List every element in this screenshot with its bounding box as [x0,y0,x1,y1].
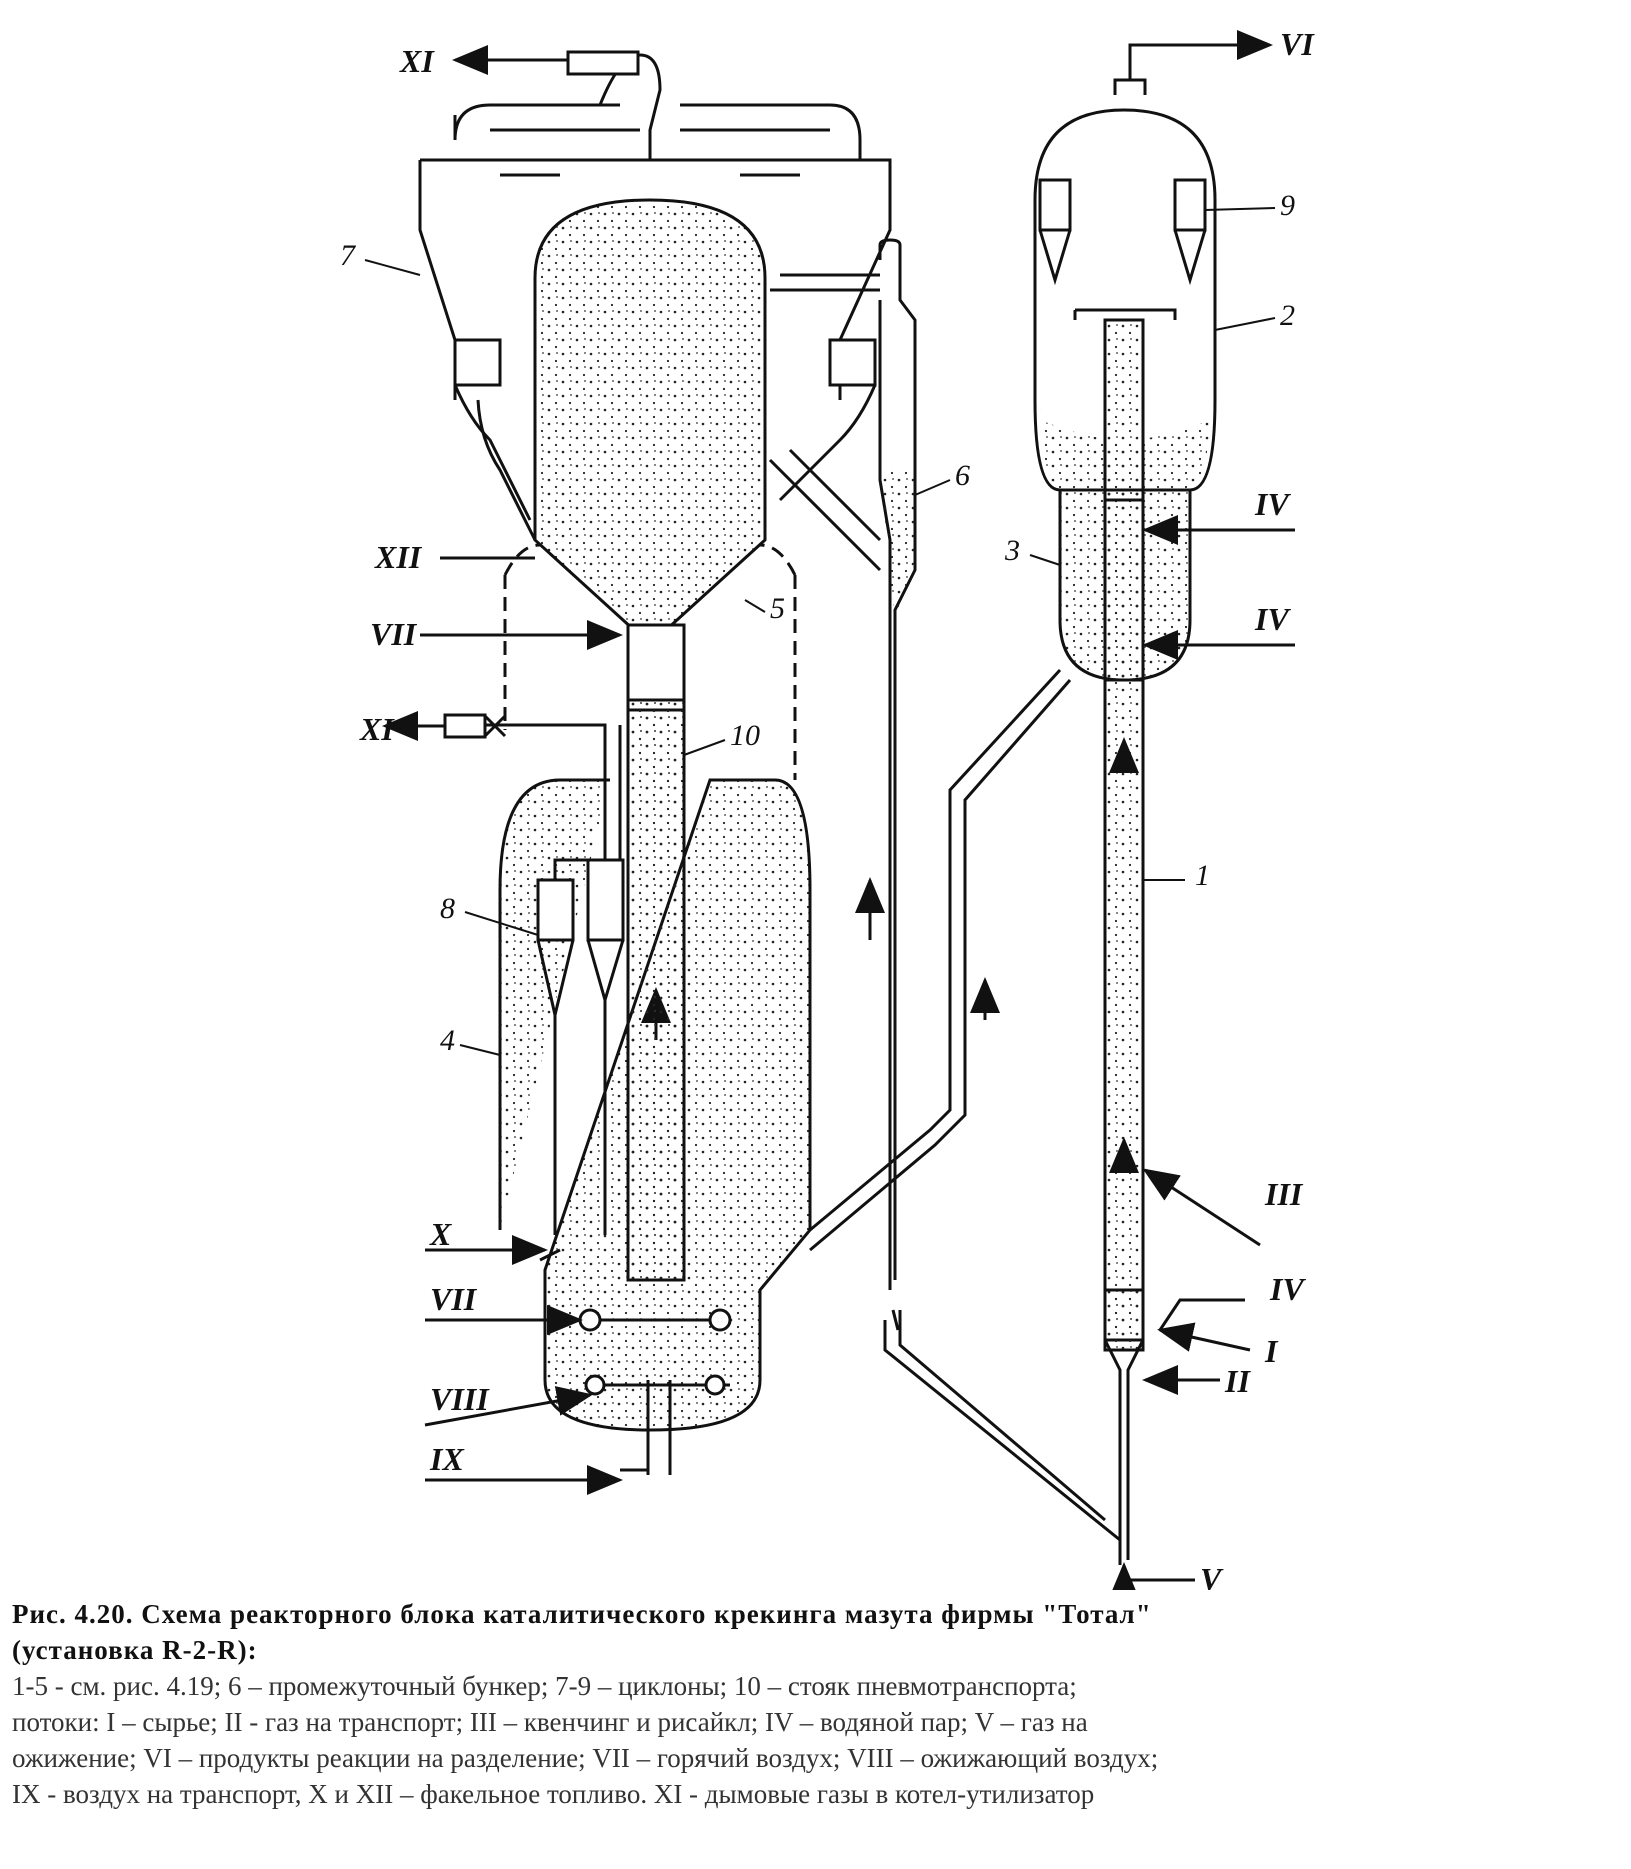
label-2: 2 [1280,299,1295,332]
flow-label-VIII: VIII [430,1381,490,1417]
regenerator-upper-vessel [533,198,767,642]
figure-caption: Рис. 4.20. Схема реакторного блока катал… [12,1596,1622,1812]
flue-gas-exit-middle [382,711,590,741]
intermediate-hopper-6 [768,238,917,1290]
caption-line4: IX - воздух на транспорт, X и XII – факе… [12,1779,1095,1809]
flow-label-XII: XII [374,539,423,575]
label-10: 10 [730,719,760,752]
flow-label-III: III [1264,1176,1304,1212]
reactor-2 [1033,30,1273,502]
flow-label-I: I [1264,1333,1279,1369]
caption-title-line2: (установка R-2-R): [12,1635,258,1665]
flow-label-XI-top: XI [399,43,435,79]
label-4: 4 [440,1024,455,1057]
caption-line2: потоки: I – сырье; II - газ на транспорт… [12,1707,1088,1737]
label-8: 8 [440,892,455,925]
label-1: 1 [1195,859,1210,892]
caption-line3: ожижение; VI – продукты реакции на разде… [12,1743,1159,1773]
flow-label-X: X [429,1216,452,1252]
flow-label-VI: VI [1280,26,1315,62]
flow-label-IV-bottom: IV [1269,1271,1306,1307]
flue-gas-exit-top [452,45,662,160]
reactor-block-diagram: 1 2 3 4 5 6 7 8 9 10 I II III IV IV IV V… [340,26,1315,1590]
label-6: 6 [955,459,970,492]
flow-label-V: V [1200,1561,1224,1590]
flow-label-IV-lower: IV [1254,601,1291,637]
label-5: 5 [770,592,785,625]
flow-label-VII-lower: VII [430,1281,478,1317]
label-7: 7 [340,239,357,272]
label-9: 9 [1280,189,1295,222]
regenerator-dashed-outline [503,543,797,780]
label-3: 3 [1004,534,1020,567]
cyclone-housing-7 [418,103,892,541]
feed-lines [420,515,1295,1590]
cyclone-8 [536,723,625,1235]
flow-label-XI-middle: XI [359,711,395,747]
flow-label-IV-upper: IV [1254,486,1291,522]
flow-label-VII-upper: VII [370,616,418,652]
flow-label-II: II [1224,1363,1251,1399]
regenerator-lower-vessel [498,698,812,1475]
flow-label-IX: IX [429,1441,464,1477]
caption-line1: 1-5 - см. рис. 4.19; 6 – промежуточный б… [12,1671,1077,1701]
transfer-lines [809,668,1122,1565]
caption-title-line1: Рис. 4.20. Схема реакторного блока катал… [12,1599,1152,1629]
